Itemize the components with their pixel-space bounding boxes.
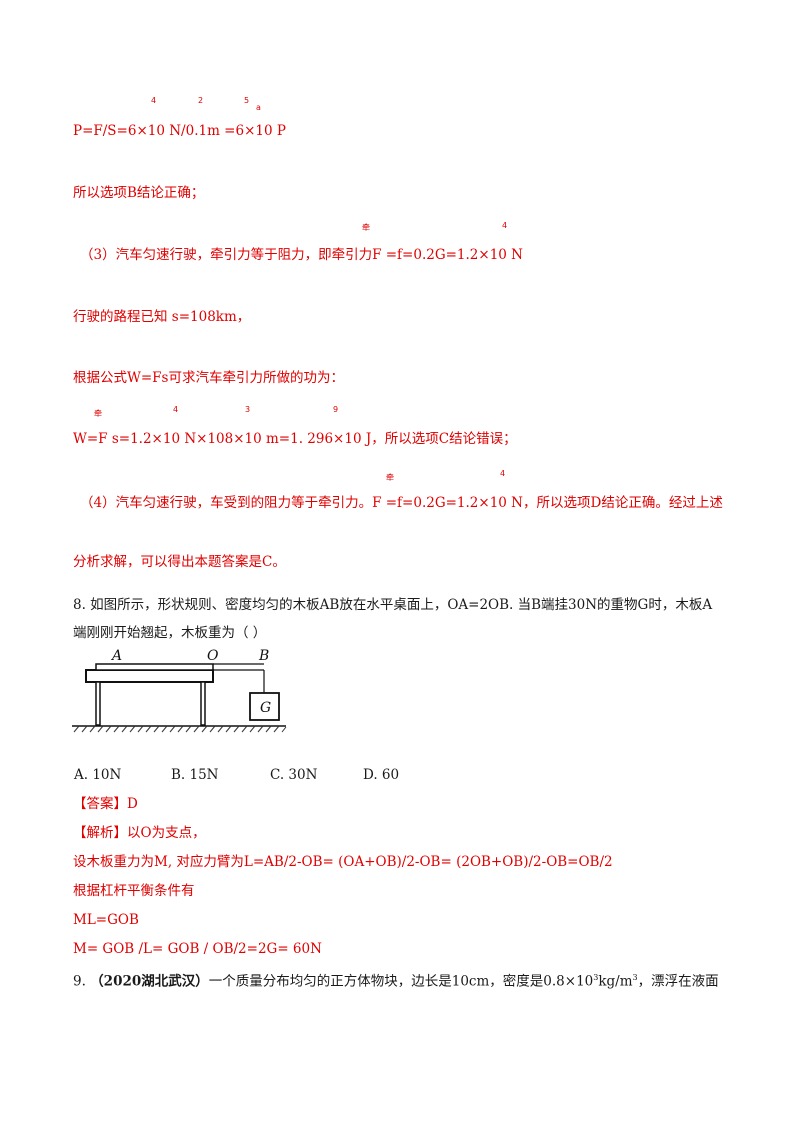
q9-text: 一个质量分布均匀的正方体物块，边长是10cm，密度是0.8×10 — [208, 973, 594, 990]
q9-superscript: 3 — [632, 973, 638, 982]
option-d: D. 60 — [363, 767, 400, 783]
answer-line: 【答案】D — [73, 795, 138, 813]
work-line: W=F s=1.2×10 N×108×10 m=1. 296×10 J，所以选项… — [73, 431, 517, 447]
q9-source: （2020湖北武汉） — [90, 973, 209, 990]
superscript: 4 — [500, 469, 506, 478]
superscript: 4 — [151, 96, 157, 105]
label-o: O — [207, 648, 219, 664]
option-c: C. 30N — [270, 767, 318, 783]
board — [95, 663, 214, 671]
subscript: 牵 — [94, 409, 102, 418]
answer-tag: 【答案】 — [73, 796, 127, 812]
superscript: 4 — [502, 221, 508, 230]
ground-hatching — [73, 725, 287, 733]
q8-stem-line2: 端刚刚开始翘起，木板重为（ ） — [73, 625, 267, 641]
weight-box — [249, 692, 280, 721]
superscript: 4 — [173, 405, 179, 414]
distance-line: 行驶的路程已知 s=108km， — [73, 309, 251, 325]
subscript: 牵 — [362, 223, 370, 232]
b-correct-line: 所以选项B结论正确； — [73, 185, 205, 201]
analysis-line1: 设木板重力为M, 对应力臂为L=AB/2-OB= (OA+OB)/2-OB= (… — [73, 854, 613, 870]
conclusion-line: 分析求解，可以得出本题答案是C。 — [73, 554, 286, 570]
label-g: G — [260, 700, 271, 716]
superscript: 3 — [245, 405, 251, 414]
q9-unit: kg/m — [598, 973, 633, 990]
q9-superscript: 3 — [593, 973, 599, 982]
q9-number: 9. — [73, 973, 91, 990]
superscript: 5 — [244, 96, 250, 105]
pressure-line: P=F/S=6×10 N/0.1m =6×10 P — [73, 123, 286, 139]
superscript: 2 — [198, 96, 204, 105]
q8-stem-line1: 8. 如图所示，形状规则、密度均匀的木板AB放在水平桌面上，OA=2OB. 当B… — [73, 597, 713, 613]
analysis-line4: M= GOB /L= GOB / OB/2=2G= 60N — [73, 941, 322, 957]
label-a: A — [110, 648, 122, 664]
formula-intro-line: 根据公式W=Fs可求汽车牵引力所做的功为： — [73, 370, 344, 386]
analysis-tag: 【解析】 — [73, 825, 127, 841]
label-b: B — [258, 648, 269, 664]
analysis-line2: 根据杠杆平衡条件有 — [73, 883, 195, 899]
q9-tail: ，漂浮在液面 — [637, 973, 719, 990]
q9-line: 9. （2020湖北武汉）一个质量分布均匀的正方体物块，边长是10cm，密度是0… — [73, 969, 719, 991]
table-top — [85, 669, 214, 683]
option-b: B. 15N — [171, 767, 219, 783]
item3-line: （3）汽车匀速行驶，牵引力等于阻力，即牵引力F =f=0.2G=1.2×10 N — [80, 247, 523, 263]
analysis-line: 【解析】以O为支点， — [73, 824, 206, 842]
answer-value: D — [127, 796, 138, 812]
table-leg-right — [200, 681, 206, 726]
analysis-text: 以O为支点， — [127, 825, 206, 841]
table-leg-left — [95, 681, 101, 726]
superscript: 9 — [333, 405, 339, 414]
lever-figure: G A O B — [72, 648, 287, 733]
option-a: A. 10N — [74, 767, 122, 783]
item4-line: （4）汽车匀速行驶，车受到的阻力等于牵引力。F =f=0.2G=1.2×10 N… — [80, 495, 723, 511]
subscript: a — [256, 103, 261, 112]
analysis-line3: ML=GOB — [73, 912, 139, 928]
subscript: 牵 — [386, 473, 394, 482]
